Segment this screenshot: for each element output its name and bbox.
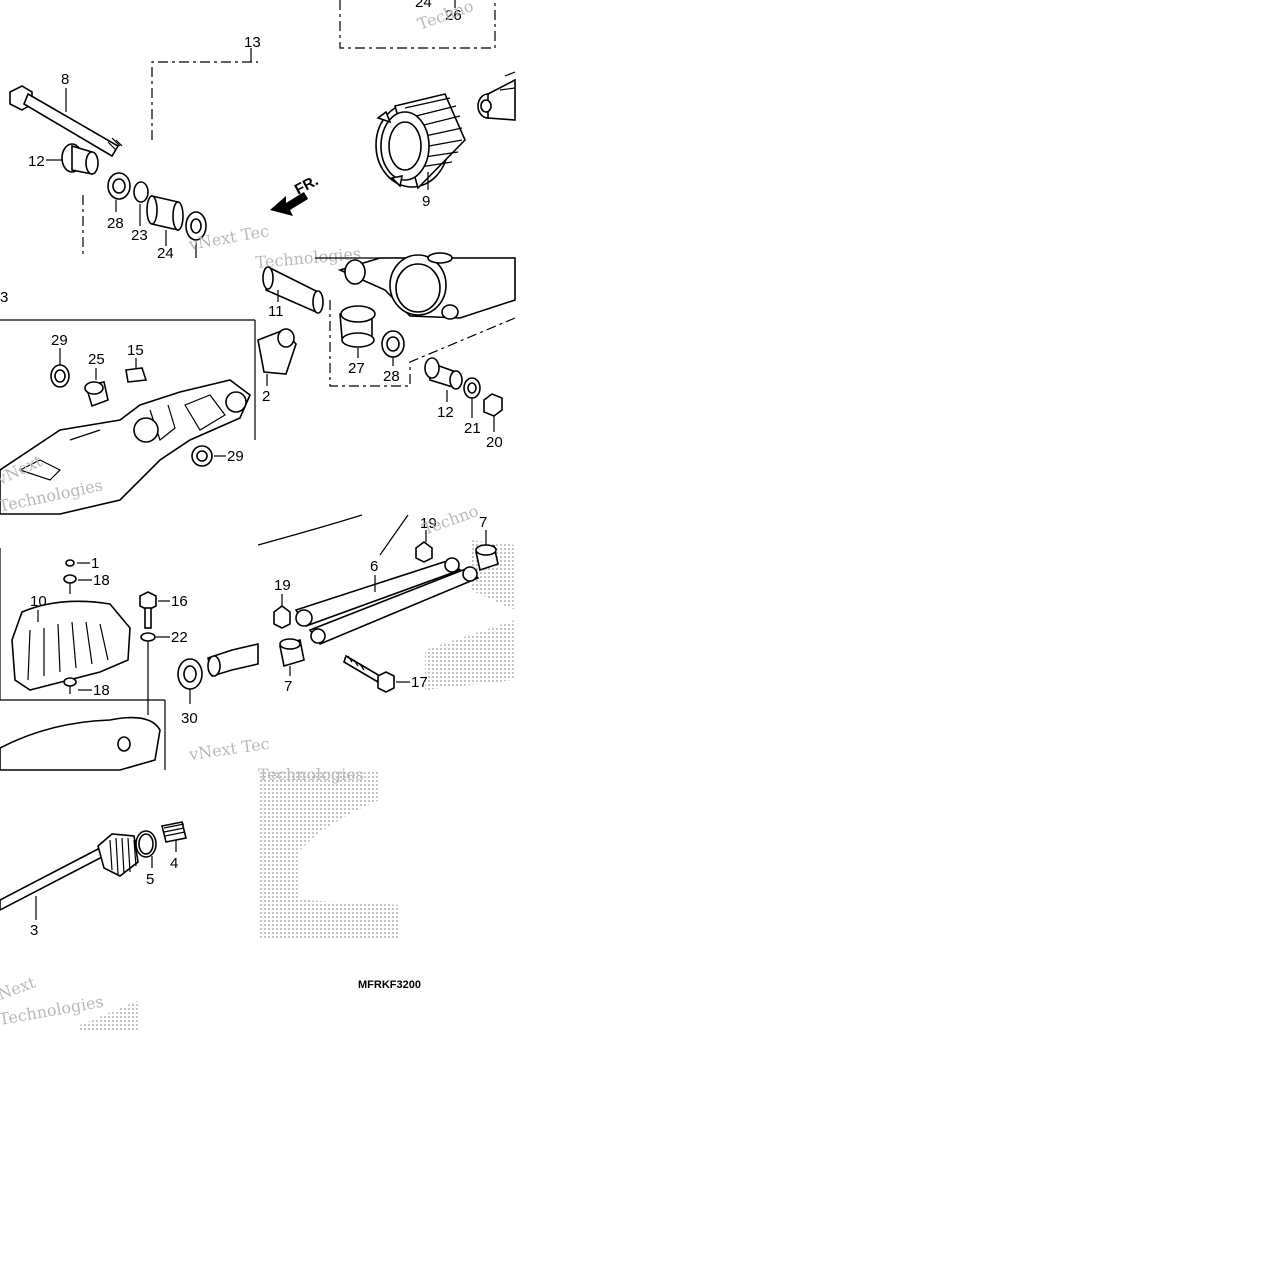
callout-30: 30: [181, 710, 198, 727]
callout-3: 3: [30, 922, 38, 939]
callout-4: 4: [170, 855, 178, 872]
callout-29-upper: 29: [51, 332, 68, 349]
callout-16: 16: [171, 593, 188, 610]
swingarm-left: 3 29 25 15 29 2: [0, 289, 297, 515]
callout-15: 15: [127, 342, 144, 359]
callout-29: 29: [227, 448, 244, 465]
callout-28: 28: [383, 368, 400, 385]
callout-19: 19: [274, 577, 291, 594]
callout-12-upper: 12: [28, 153, 45, 170]
callout-11: 11: [268, 303, 284, 320]
watermark-7: vNext Tec: [187, 734, 271, 764]
callout-25: 25: [88, 351, 105, 368]
callout-22: 22: [171, 629, 188, 646]
callout-27: 27: [348, 360, 365, 377]
callout-18-upper: 18: [93, 572, 110, 589]
link-group: 19 7 6 19 7 17: [257, 514, 499, 695]
collar-12-upper: 12: [28, 143, 99, 175]
callout-18: 18: [93, 682, 110, 699]
watermark-6: Techno: [420, 501, 481, 539]
callout-7-upper: 7: [479, 514, 487, 531]
callout-1: 1: [91, 555, 99, 572]
callout-19-upper: 19: [420, 515, 437, 532]
callout-26: 26: [445, 7, 462, 24]
callout-24-top: 24: [415, 0, 432, 11]
callout-17: 17: [411, 674, 428, 691]
callout-13: 13: [244, 34, 261, 51]
callout-12: 12: [437, 404, 454, 421]
chain-guard-group: 1 18 10 18 16 22 30: [0, 548, 259, 771]
callout-6: 6: [370, 558, 378, 575]
callout-5: 5: [146, 871, 154, 888]
callout-8: 8: [61, 71, 69, 88]
callout-7: 7: [284, 678, 292, 695]
callout-28-upper: 28: [107, 215, 124, 232]
boot-9: 9: [375, 93, 466, 210]
watermark-8: Technologies: [258, 765, 364, 784]
callout-21: 21: [464, 420, 481, 437]
watermark-9: Next: [0, 972, 38, 1003]
pivot-bolt-8: 8: [9, 71, 123, 158]
front-direction-arrow: FR.: [270, 172, 321, 216]
upper-kit-box: 24 26: [339, 0, 496, 49]
drive-shaft-group: 3 5 4: [0, 821, 187, 939]
callout-20: 20: [486, 434, 503, 451]
swingarm-pivot-right: 11 27 28 12 21 20: [262, 252, 516, 451]
upper-bearing-set: 28 23 24: [107, 172, 207, 262]
callout-2: 2: [262, 388, 270, 405]
callout-9: 9: [422, 193, 430, 210]
callout-10: 10: [30, 593, 47, 610]
group-13-bracket: 13: [82, 34, 261, 258]
callout-24: 24: [157, 245, 174, 262]
svg-text:3: 3: [0, 289, 8, 306]
callout-23: 23: [131, 227, 148, 244]
direction-label: FR.: [292, 172, 321, 198]
diagram-part-code: MFRKF3200: [358, 979, 421, 991]
u-joint-top: [477, 71, 516, 121]
